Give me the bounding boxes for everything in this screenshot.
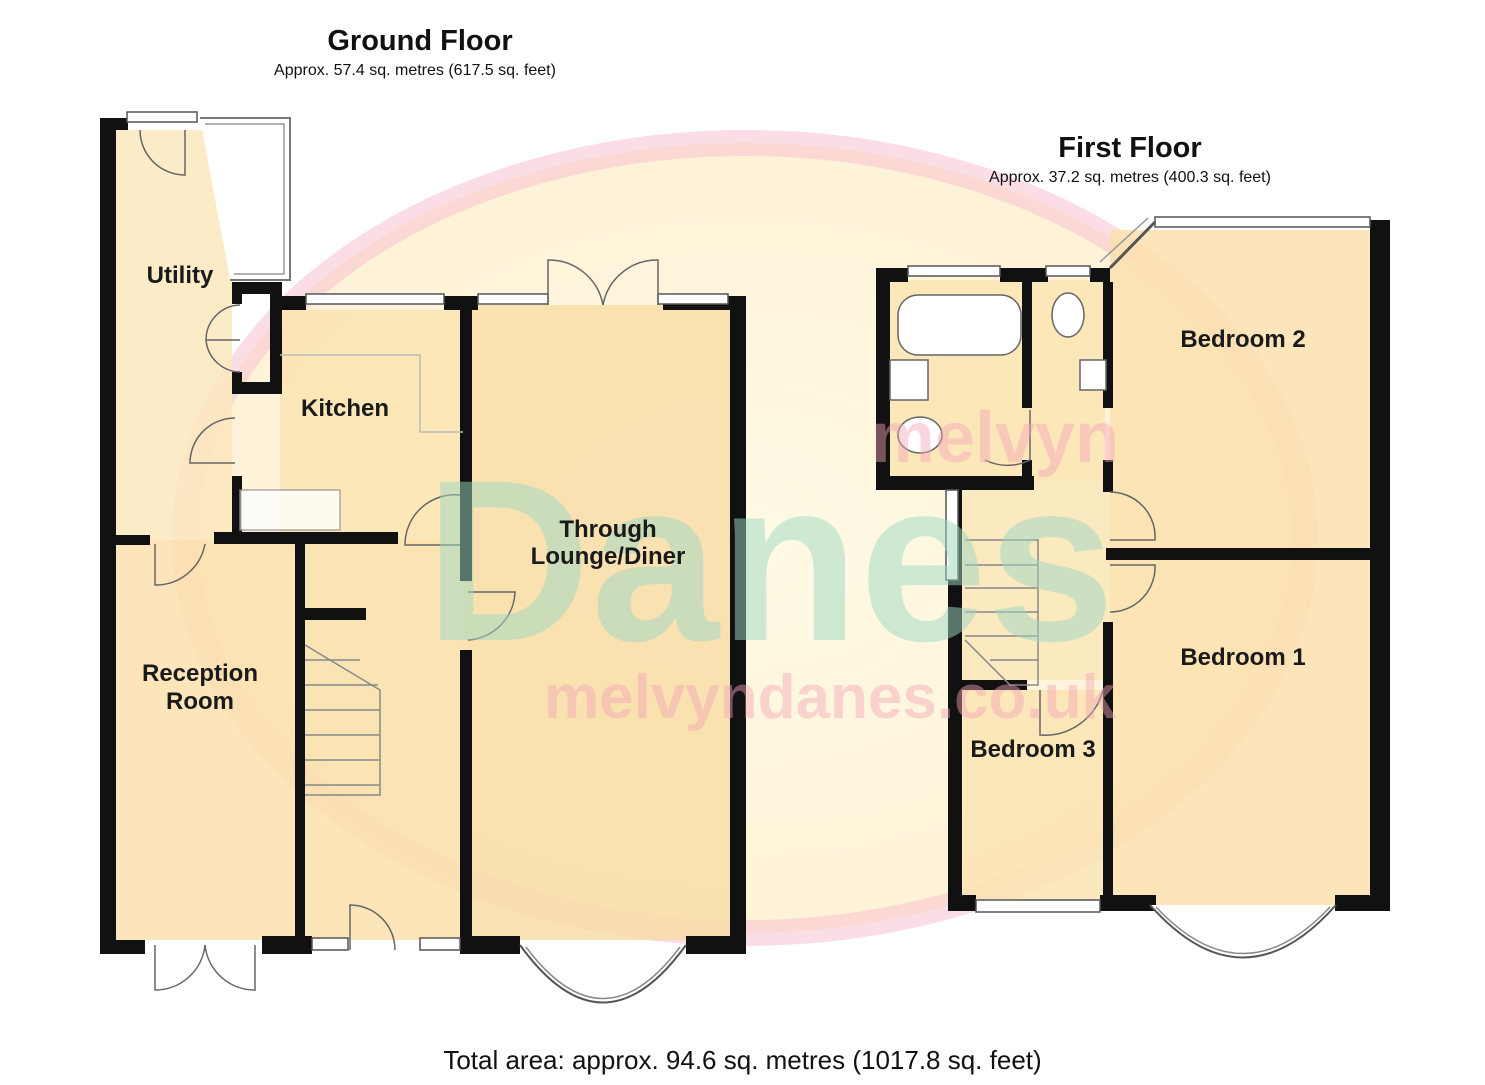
- room-label-reception-line1: Reception: [141, 660, 258, 687]
- watermark-middle: Danes: [425, 432, 1115, 689]
- first-floor-plan: [876, 216, 1390, 959]
- room-label-kitchen: Kitchen: [300, 395, 389, 422]
- room-label-lounge-line2: Lounge/Diner: [530, 543, 686, 570]
- watermark-top: melvyn: [871, 398, 1119, 478]
- ground-floor-area: Approx. 57.4 sq. metres (617.5 sq. feet): [274, 62, 556, 79]
- room-label-utility: Utility: [146, 262, 214, 289]
- room-label-bedroom2: Bedroom 2: [1180, 326, 1306, 353]
- room-label-bedroom3: Bedroom 3: [970, 736, 1096, 763]
- ground-floor-title: Ground Floor: [327, 25, 513, 57]
- first-floor-area: Approx. 37.2 sq. metres (400.3 sq. feet): [989, 169, 1271, 186]
- ground-floor-plan: [100, 111, 746, 1004]
- total-area: Total area: approx. 94.6 sq. metres (101…: [443, 1045, 1042, 1075]
- room-label-bedroom1: Bedroom 1: [1180, 644, 1306, 671]
- room-label-reception-line2: Room: [166, 688, 234, 715]
- first-floor-title: First Floor: [1058, 132, 1202, 164]
- room-label-lounge-line1: Through: [559, 516, 657, 543]
- watermark-bottom: melvyndanes.co.uk: [544, 663, 1117, 732]
